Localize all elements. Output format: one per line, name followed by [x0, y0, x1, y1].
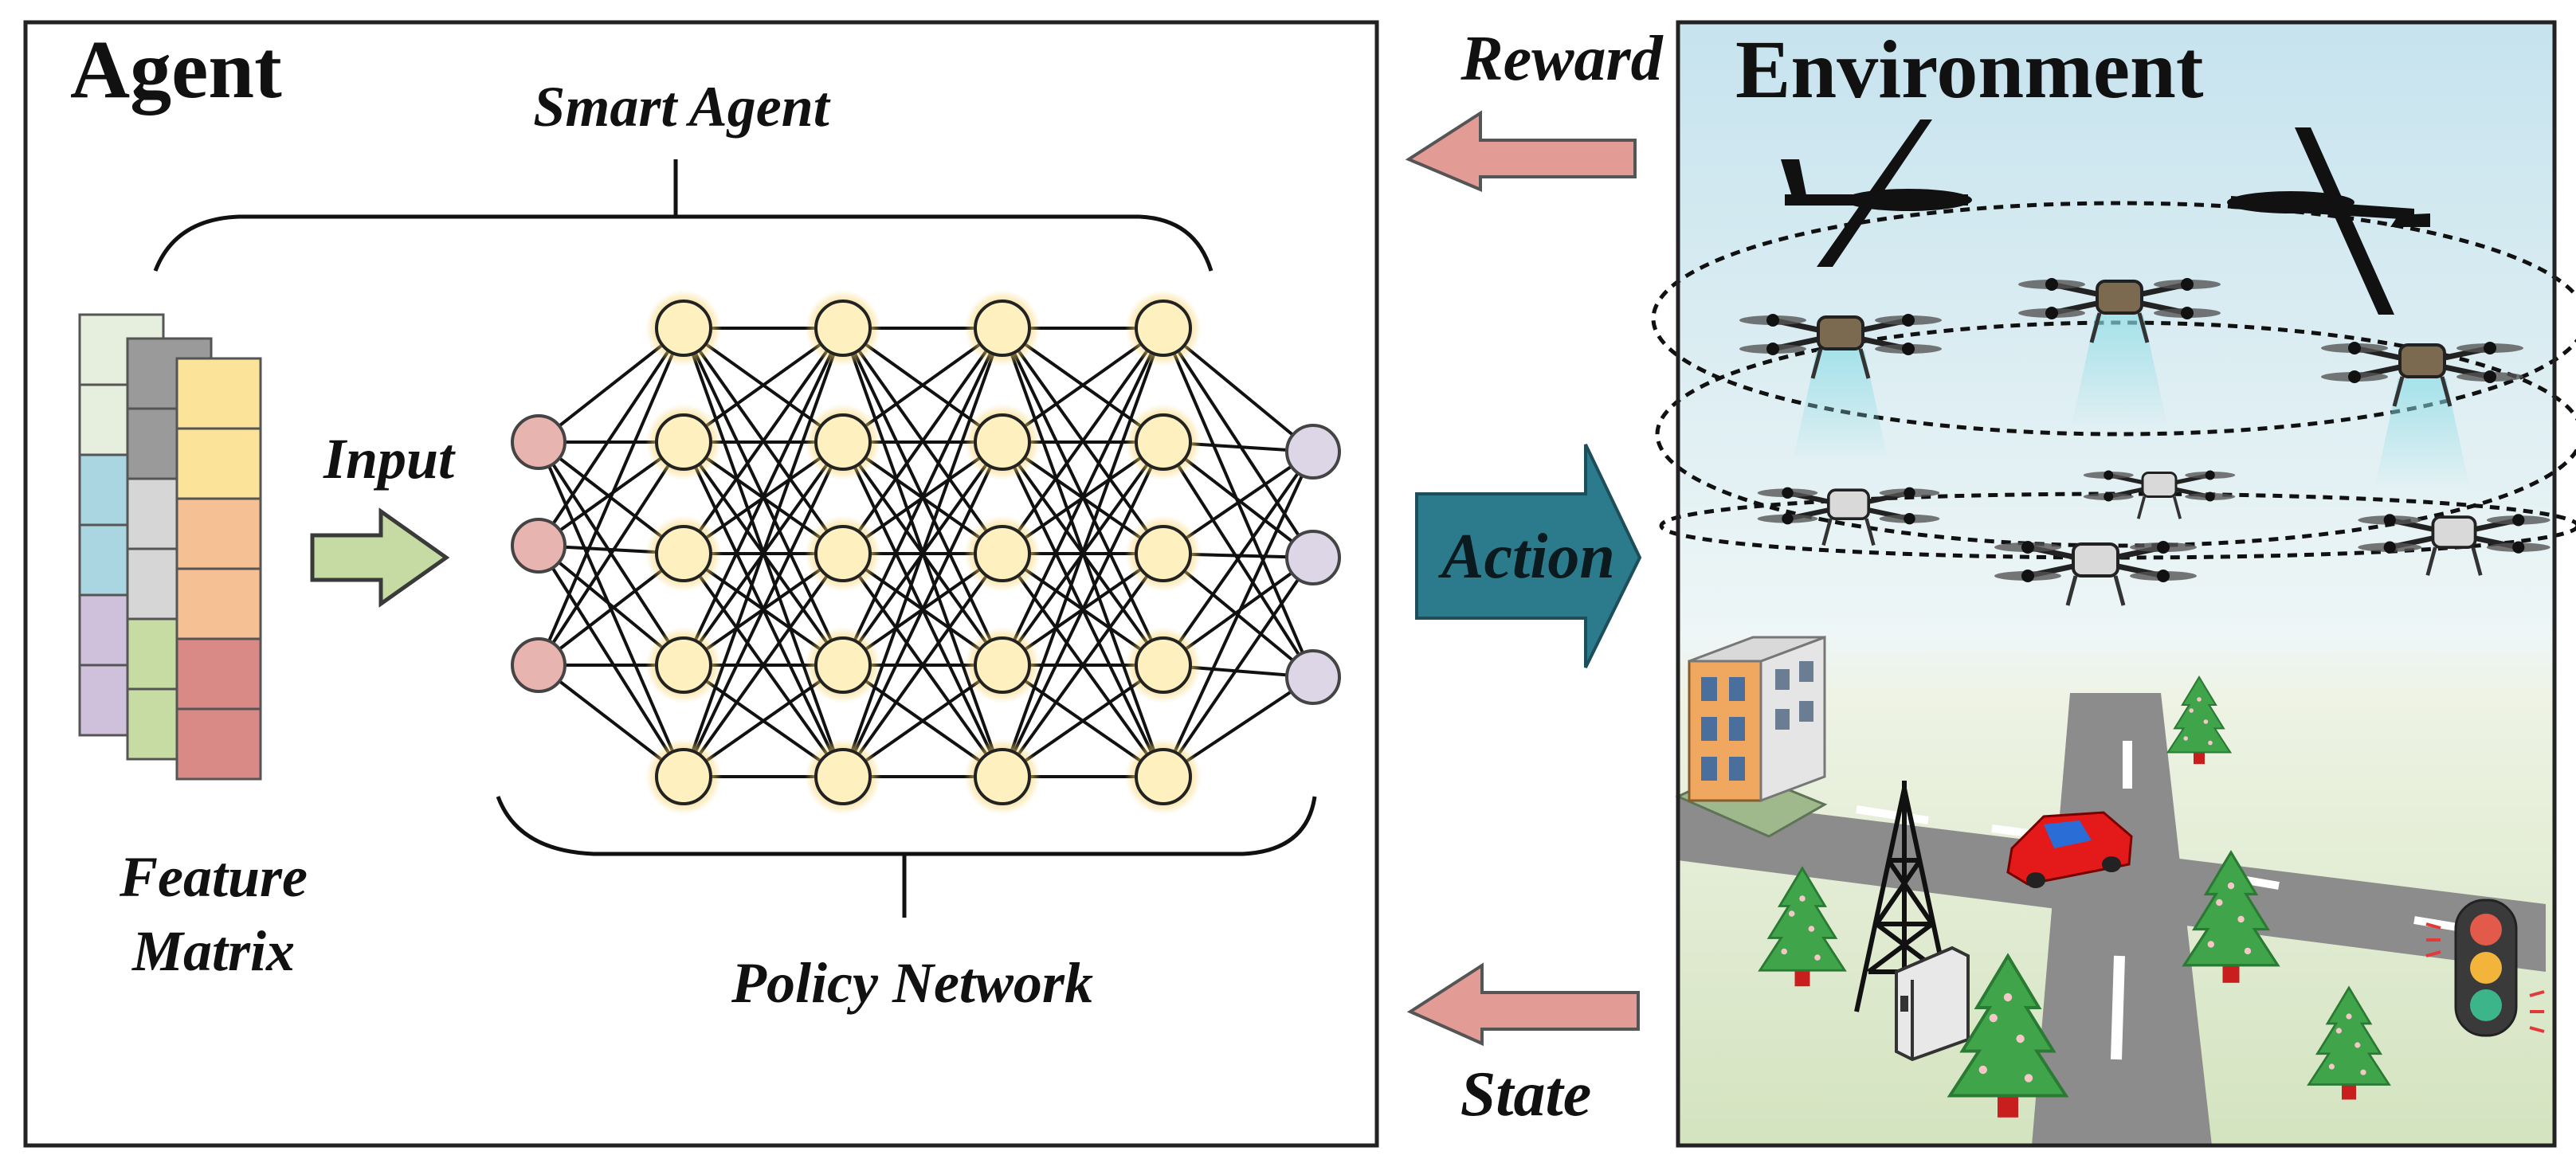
fixed-wing-drone-icon: [2227, 127, 2430, 315]
reward-label: Reward: [1460, 24, 1663, 94]
input-label: Input: [323, 427, 456, 491]
hidden-node: [655, 748, 712, 805]
action-arrow: [1415, 444, 1642, 668]
quadcopter-icon: [2321, 342, 2523, 490]
feature-matrix-cell: [175, 637, 262, 711]
network-edge: [1162, 451, 1315, 777]
network-edge: [1001, 327, 1165, 555]
network-nodes: [511, 290, 1341, 815]
quadcopter-icon: [2083, 470, 2236, 519]
network-edge: [1162, 450, 1315, 667]
input-node: [511, 637, 567, 693]
quadcopter-icon: [1739, 314, 1942, 462]
hidden-node: [1135, 748, 1192, 805]
hidden-node: [814, 525, 872, 582]
feature-matrix-label-line1: Feature: [119, 845, 308, 909]
smart-agent-brace: [153, 159, 1214, 272]
hidden-node: [1135, 300, 1192, 357]
tree-icon: [1947, 953, 2069, 1118]
network-edge: [1001, 327, 1165, 777]
feature-matrix-cell: [175, 567, 262, 640]
quadcopter-icon: [1757, 487, 1940, 546]
network-edge: [682, 327, 845, 777]
hidden-node: [974, 636, 1031, 694]
quadcopter-icon: [2358, 514, 2551, 576]
input-node: [511, 414, 567, 470]
fixed-wing-drone-icon: [1781, 119, 1972, 267]
quadcopter-group: [1739, 278, 2551, 606]
hidden-node: [655, 525, 712, 582]
tree-icon: [2182, 849, 2280, 983]
network-edge: [537, 544, 685, 778]
network-edge: [682, 441, 845, 777]
building-icon: [1675, 635, 1828, 838]
orbit-ring: [1651, 201, 2576, 437]
output-node: [1285, 424, 1341, 480]
tree-group: [1758, 675, 2391, 1118]
feature-matrix-cell: [175, 357, 262, 430]
policy-network-label: Policy Network: [731, 951, 1093, 1015]
state-arrow: [1406, 962, 1640, 1047]
network-edge: [537, 327, 685, 666]
network-edge: [682, 327, 845, 666]
hidden-node: [814, 413, 872, 471]
network-edge: [682, 327, 845, 555]
feature-matrix-cell: [175, 497, 262, 570]
input-arrow: [310, 507, 450, 608]
hidden-node: [655, 300, 712, 357]
feature-matrix-cell: [175, 427, 262, 500]
action-label: Action: [1437, 522, 1615, 592]
hidden-node: [814, 636, 872, 694]
output-node: [1285, 530, 1341, 585]
hidden-node: [974, 300, 1031, 357]
feature-matrix: [78, 313, 262, 781]
hidden-node: [814, 748, 872, 805]
feature-matrix-cell: [175, 707, 262, 781]
hidden-node: [655, 636, 712, 694]
policy-network-brace: [496, 796, 1317, 918]
environment-panel: Environment: [1651, 20, 2576, 1148]
car-icon: [2006, 811, 2133, 888]
network-edge: [1162, 556, 1315, 778]
network-edge: [1162, 327, 1315, 559]
hidden-node: [974, 413, 1031, 471]
feature-matrix-label-line2: Matrix: [131, 919, 295, 983]
network-edge: [1001, 441, 1165, 777]
state-label: State: [1461, 1059, 1591, 1130]
agent-title: Agent: [70, 24, 282, 116]
hidden-node: [1135, 636, 1192, 694]
network-edge: [1001, 327, 1165, 666]
hidden-node: [655, 413, 712, 471]
environment-title: Environment: [1735, 24, 2204, 116]
hidden-node: [974, 748, 1031, 805]
hidden-node: [814, 300, 872, 357]
quadcopter-icon: [2018, 278, 2221, 426]
smart-agent-label: Smart Agent: [533, 75, 830, 139]
network-edge: [841, 327, 1004, 555]
input-node: [511, 518, 567, 574]
output-node: [1285, 649, 1341, 705]
network-edge: [682, 552, 845, 778]
base-station-box-icon: [1895, 946, 1970, 1062]
hidden-node: [974, 525, 1031, 582]
network-edge: [841, 441, 1004, 777]
network-edge: [841, 552, 1004, 778]
hidden-node: [1135, 525, 1192, 582]
tree-icon: [2166, 675, 2233, 765]
network-edge: [537, 440, 685, 667]
quadcopter-icon: [1994, 541, 2197, 606]
policy-network: [511, 290, 1341, 815]
orbit-ring: [1659, 491, 2576, 560]
network-edge: [841, 327, 1004, 777]
network-edge: [841, 327, 1004, 666]
tree-icon: [2307, 985, 2391, 1100]
hidden-node: [1135, 413, 1192, 471]
reward-arrow: [1405, 110, 1637, 193]
network-edge: [537, 327, 685, 547]
traffic-light-icon: [2425, 899, 2545, 1037]
tree-icon: [1758, 866, 1847, 987]
network-edge: [1001, 552, 1165, 778]
